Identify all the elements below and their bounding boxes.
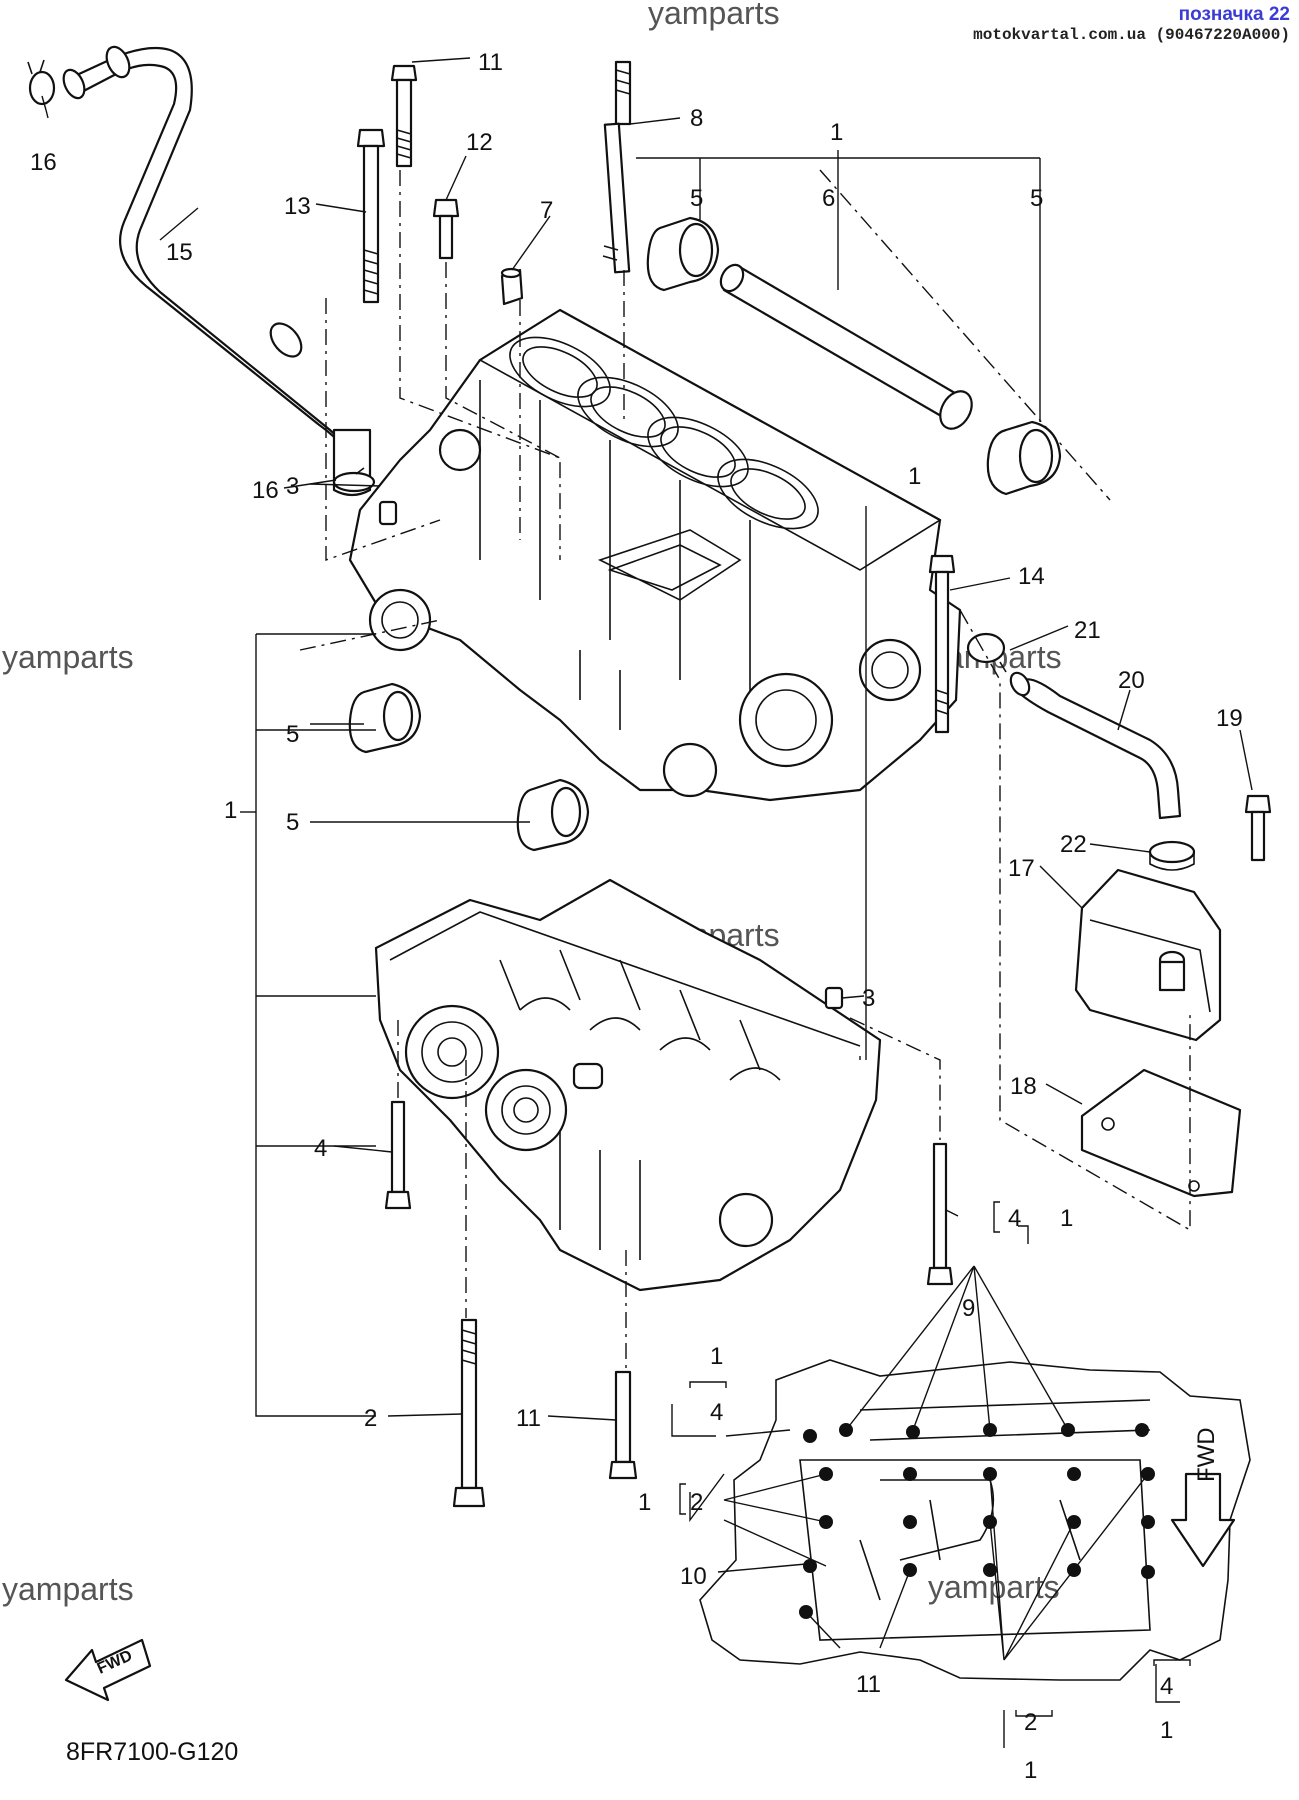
bushing-5: [986, 420, 1062, 496]
bolt-pattern-diagram: FWD: [699, 1359, 1251, 1681]
gasket-18: [1080, 1068, 1242, 1198]
watermark: yamparts: [2, 1571, 134, 1607]
hose-clamp-16: [332, 467, 376, 493]
callout-12: 12: [466, 129, 493, 156]
callout-20: 20: [1118, 667, 1145, 694]
callout-4: 4: [314, 1135, 327, 1162]
callout-1: 1: [1160, 1717, 1173, 1744]
dowel-pin-3: [824, 986, 844, 1010]
callout-5: 5: [690, 185, 703, 212]
header-site: motokvartal.com.ua (90467220A000): [973, 26, 1290, 44]
callout-6: 6: [822, 185, 835, 212]
callout-15: 15: [166, 239, 193, 266]
hose-20: [1009, 671, 1182, 820]
callout-2: 2: [690, 1489, 703, 1516]
callout-4: 4: [710, 1399, 723, 1426]
callout-1: 1: [710, 1343, 723, 1370]
bolt-12: [432, 198, 460, 260]
callout-9: 9: [962, 1295, 975, 1322]
bushing-5: [348, 682, 422, 754]
callout-19: 19: [1216, 705, 1243, 732]
callout-2: 2: [1024, 1709, 1037, 1736]
hose-15: [62, 45, 372, 497]
callout-21: 21: [1074, 617, 1101, 644]
bolt-4: [926, 1142, 954, 1286]
fwd-arrow-icon: FWD: [64, 1638, 152, 1702]
callout-1: 1: [1060, 1205, 1073, 1232]
bushing-5: [516, 778, 590, 852]
callout-3: 3: [286, 473, 299, 500]
bolt-13: [356, 128, 386, 304]
callout-22: 22: [1060, 831, 1087, 858]
callout-13: 13: [284, 193, 311, 220]
callout-5: 5: [1030, 185, 1043, 212]
callout-4: 4: [1008, 1205, 1021, 1232]
callout-numbers: 16 15 16 13 11 12 7 8 1 5 6 5 14 21 20 1…: [30, 49, 1243, 1784]
callout-3: 3: [862, 985, 875, 1012]
callout-11: 11: [856, 1671, 881, 1698]
callout-18: 18: [1010, 1073, 1037, 1100]
callout-10: 10: [680, 1563, 707, 1590]
hose-clamp-22: [1148, 840, 1196, 871]
stud-bolt-8: [602, 60, 632, 274]
bolt-14: [928, 554, 956, 734]
callout-16: 16: [30, 149, 57, 176]
callout-7: 7: [540, 197, 553, 224]
bolt-11: [608, 1370, 638, 1480]
bolt-11: [390, 64, 418, 168]
callout-8: 8: [690, 105, 703, 132]
callout-11: 11: [516, 1405, 541, 1432]
callout-2: 2: [364, 1405, 377, 1432]
callout-5: 5: [286, 809, 299, 836]
bolt-2: [452, 1318, 486, 1508]
callout-11: 11: [478, 49, 503, 76]
hose-clamp-16: [27, 59, 56, 106]
header-label: позначка 22: [1178, 4, 1290, 25]
lower-crankcase: [374, 878, 882, 1292]
bushing-5: [646, 216, 720, 292]
callout-brackets: [679, 1201, 1191, 1717]
callout-5: 5: [286, 721, 299, 748]
callout-4: 4: [1160, 1673, 1173, 1700]
callout-14: 14: [1018, 563, 1045, 590]
bolt-4: [384, 1100, 412, 1210]
shaft-6: [719, 263, 973, 430]
dowel-pin-3: [378, 500, 398, 526]
upper-crankcase: [348, 308, 962, 802]
callout-16: 16: [252, 477, 279, 504]
watermark: yamparts: [2, 639, 134, 675]
dowel-pin-7: [500, 267, 524, 306]
watermark: yamparts: [648, 0, 780, 31]
callout-1: 1: [908, 463, 921, 490]
fwd-label: FWD: [1193, 1427, 1220, 1482]
assembly-lines: [299, 169, 1191, 1370]
callout-1: 1: [830, 119, 843, 146]
cover-17: [1074, 868, 1222, 1042]
callout-17: 17: [1008, 855, 1035, 882]
bolt-19: [1244, 794, 1272, 862]
callout-1: 1: [1024, 1757, 1037, 1784]
diagram-reference-code: 8FR7100-G120: [66, 1738, 239, 1766]
callout-1: 1: [224, 797, 237, 824]
callout-1: 1: [638, 1489, 651, 1516]
leader-lines: [41, 57, 1253, 1748]
